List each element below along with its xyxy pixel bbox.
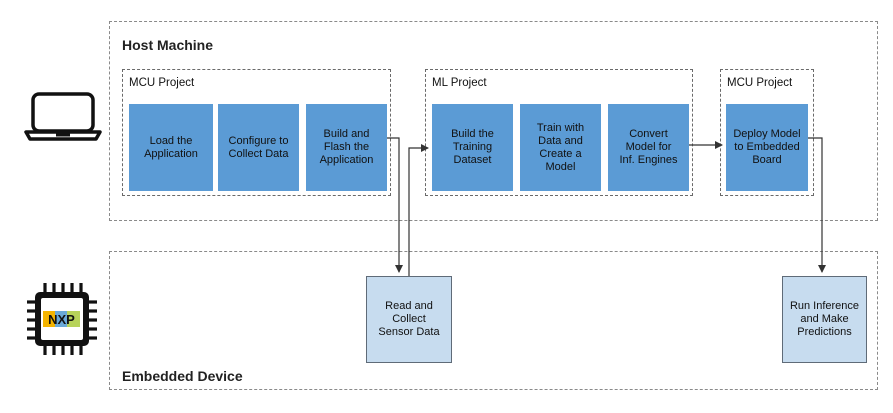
arrow-sensor-to-dataset: [408, 144, 429, 276]
arrow-deploy-to-inference: [808, 137, 826, 273]
step-configure-collect-data: Configure to Collect Data: [218, 104, 299, 191]
host-machine-title: Host Machine: [122, 37, 214, 53]
step-read-collect-sensor-data: Read and Collect Sensor Data: [366, 276, 452, 363]
nxp-chip-icon: NXP: [27, 283, 97, 355]
arrow-flash-to-sensor: [387, 137, 403, 273]
step-build-flash-application: Build and Flash the Application: [306, 104, 387, 191]
nxp-logo-text: NXP: [48, 312, 75, 327]
embedded-device-title: Embedded Device: [122, 368, 243, 384]
mcu-project-title-2: MCU Project: [727, 77, 793, 89]
step-run-inference: Run Inference and Make Predictions: [782, 276, 867, 363]
step-train-create-model: Train with Data and Create a Model: [520, 104, 601, 191]
host-machine-section: [109, 21, 878, 221]
embedded-device-section: [109, 251, 878, 390]
mcu-project-title: MCU Project: [129, 77, 195, 89]
step-convert-model: Convert Model for Inf. Engines: [608, 104, 689, 191]
laptop-icon: [24, 92, 102, 141]
step-deploy-model: Deploy Model to Embedded Board: [726, 104, 808, 191]
ml-project-title: ML Project: [432, 77, 487, 89]
step-load-application: Load the Application: [129, 104, 213, 191]
step-build-training-dataset: Build the Training Dataset: [432, 104, 513, 191]
